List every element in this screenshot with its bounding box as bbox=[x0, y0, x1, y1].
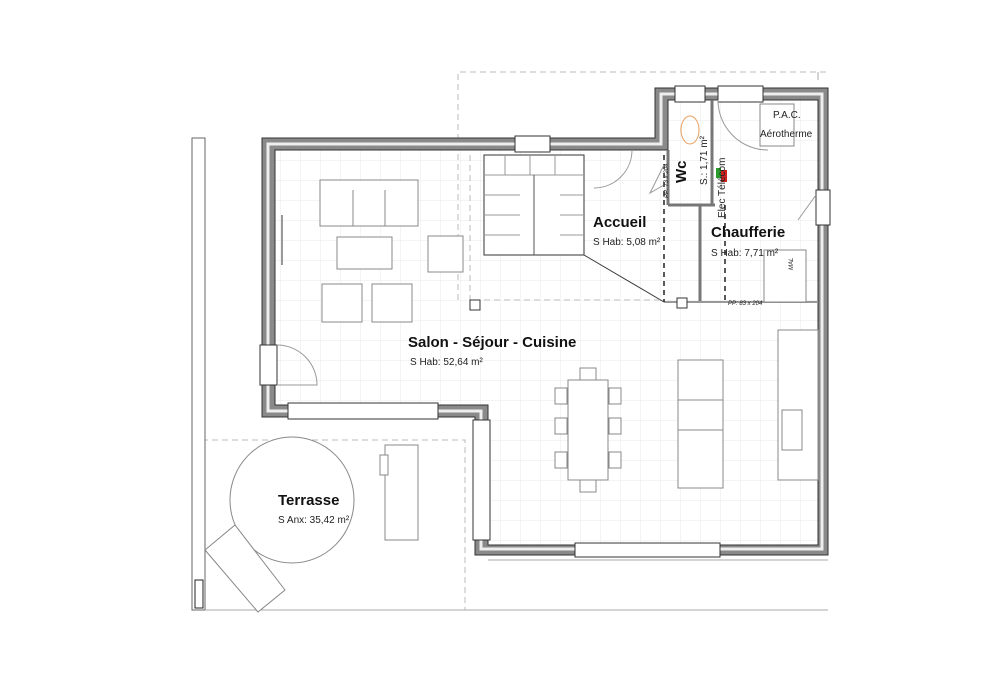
pac-label: P.A.C. bbox=[773, 110, 801, 121]
room-name-terrasse: Terrasse bbox=[278, 492, 339, 509]
windows bbox=[259, 85, 831, 558]
wc-door-label: PP: 73 x 204 bbox=[664, 163, 670, 198]
room-area-accueil: S Hab: 5,08 m² bbox=[593, 237, 661, 248]
elec-telecom-label: Elec Télécom bbox=[717, 158, 728, 218]
chaufferie-door-label: PP: 83 x 204 bbox=[728, 301, 763, 307]
furniture bbox=[204, 99, 819, 613]
mal-label: MAL bbox=[789, 258, 795, 270]
room-area-wc: S.: 1,71 m² bbox=[699, 135, 710, 185]
room-name-salon: Salon - Séjour - Cuisine bbox=[408, 334, 576, 351]
room-name-accueil: Accueil bbox=[593, 214, 646, 231]
outdoor-outlines bbox=[191, 71, 828, 611]
aerotherme-label: Aérotherme bbox=[760, 129, 813, 140]
staircase bbox=[483, 154, 585, 256]
room-name-wc: Wc bbox=[673, 161, 690, 184]
partitions bbox=[469, 100, 818, 311]
room-area-terrasse: S Anx: 35,42 m² bbox=[278, 515, 350, 526]
room-name-chaufferie: Chaufferie bbox=[711, 224, 785, 241]
room-area-chaufferie: S Hab: 7,71 m² bbox=[711, 248, 779, 259]
room-area-salon: S Hab: 52,64 m² bbox=[410, 357, 483, 368]
